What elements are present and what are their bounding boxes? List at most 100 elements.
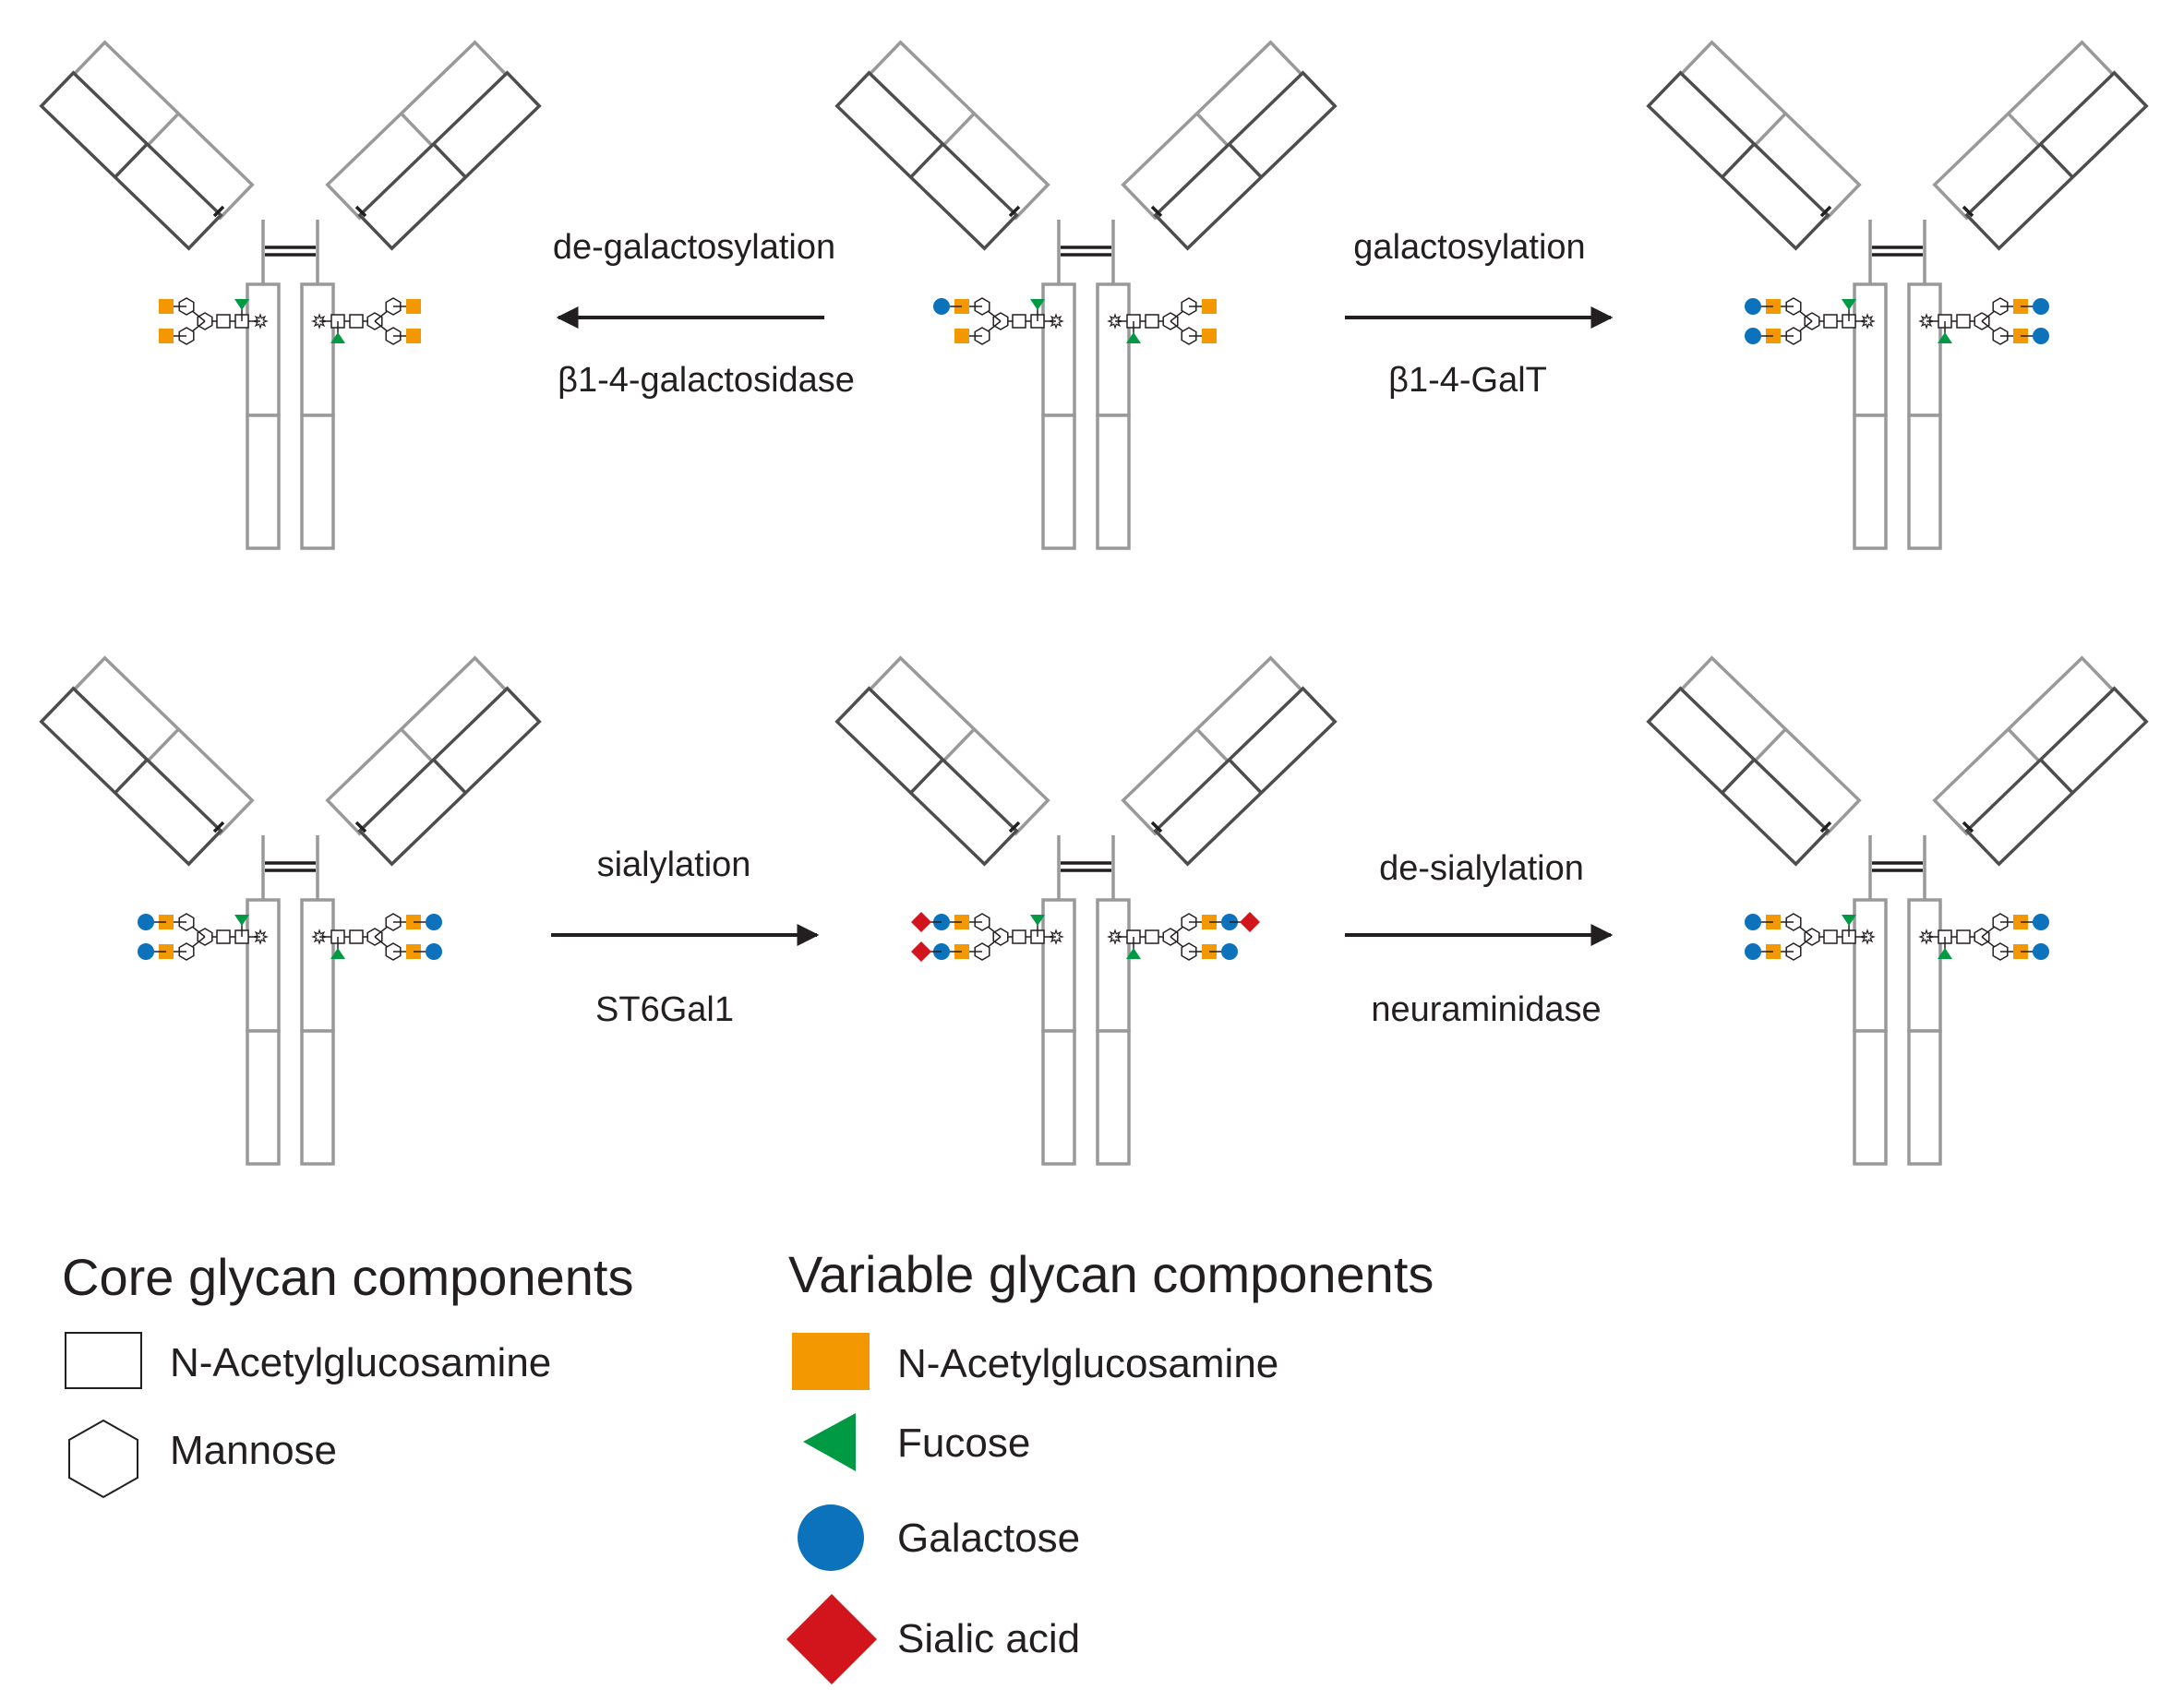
glcnac-variable-icon [159, 329, 174, 343]
glycan-left [1745, 297, 1876, 345]
fc-ch2-domain [1041, 282, 1076, 417]
core-glcnac-icon [1956, 314, 1971, 329]
fucose-icon [1126, 948, 1141, 959]
glycan-right [311, 913, 442, 961]
fc-ch2-domain [300, 898, 335, 1033]
core-glcnac-icon [1145, 929, 1159, 944]
legend-variable: Variable glycan components N-Acetylgluco… [786, 1245, 1434, 1684]
fab-light-right [1153, 686, 1338, 867]
galactose-icon [933, 298, 950, 315]
fc-ch2-domain [1041, 898, 1076, 1033]
reaction-label: de-galactosylation [553, 228, 835, 267]
galactose-icon [1745, 943, 1761, 960]
fab-heavy-right-divider [1195, 112, 1230, 149]
fab-light-left [1646, 70, 1830, 251]
fab-heavy-left-divider [145, 727, 180, 764]
fc-ch3-domain [1853, 1029, 1888, 1166]
antibody-figure [1646, 655, 2149, 1166]
fc-ch3-domain [300, 414, 335, 550]
fucose-icon [330, 948, 345, 959]
interchain-bond [1008, 205, 1021, 218]
glcnac-variable-icon [954, 329, 969, 343]
galactose-icon [1745, 298, 1761, 315]
fab-light-right [357, 70, 542, 251]
fucose-icon [1030, 299, 1045, 310]
core-glcnac-icon [349, 314, 364, 329]
glycan-right [1107, 297, 1217, 345]
fc-ch3-domain [1907, 414, 1942, 550]
fucose-icon [330, 332, 345, 343]
glycan-left [159, 297, 269, 345]
fc-ch3-domain [300, 1029, 335, 1166]
fab-heavy-left-divider [1752, 727, 1787, 764]
fc-ch2-domain [1096, 898, 1131, 1033]
galactose-icon [426, 943, 442, 960]
interchain-bond [1819, 821, 1832, 833]
core-glcnac-icon [1012, 929, 1026, 944]
glcnac-variable-icon [159, 299, 174, 314]
variable-glcnac-icon [792, 1333, 870, 1390]
fab-light-left [834, 686, 1019, 867]
fab-light-right-divider [1228, 758, 1263, 795]
enzyme-label: β1-4-GalT [1388, 361, 1547, 400]
sialic-acid-icon [786, 1594, 877, 1684]
fucose-icon [1842, 299, 1856, 310]
fab-light-left-divider [1721, 142, 1756, 179]
galactose-icon [2033, 298, 2049, 315]
fab-light-left-divider [114, 758, 149, 795]
fab-light-left-divider [1721, 758, 1756, 795]
fc-ch3-domain [1041, 414, 1076, 550]
galactose-icon [2033, 328, 2049, 344]
fucose-icon [1938, 332, 1952, 343]
fab-light-right-divider [2039, 142, 2074, 179]
fab-heavy-left [1677, 40, 1862, 221]
fab-light-right [1964, 686, 2149, 867]
core-glcnac-icon [1823, 314, 1838, 329]
fc-ch2-domain [300, 282, 335, 417]
fab-light-left [834, 70, 1019, 251]
fab-heavy-right-divider [400, 727, 435, 764]
fucose-icon [234, 915, 249, 926]
glcnac-variable-icon [1202, 299, 1217, 314]
interchain-bond [1819, 205, 1832, 218]
fab-heavy-left-divider [145, 112, 180, 149]
enzyme-label: β1-4-galactosidase [558, 361, 855, 400]
fc-ch3-domain [1853, 414, 1888, 550]
legend-variable-label: Sialic acid [897, 1616, 1080, 1661]
legend-variable-label: N-Acetylglucosamine [897, 1341, 1278, 1386]
interchain-bond [1962, 205, 1974, 218]
fc-ch2-domain [1853, 898, 1888, 1033]
fc-ch3-domain [1907, 1029, 1942, 1166]
galactose-icon [1745, 328, 1761, 344]
reaction-label: de-sialylation [1379, 849, 1584, 888]
glcnac-variable-icon [1202, 329, 1217, 343]
interchain-bond [1008, 821, 1021, 833]
reaction-label: galactosylation [1353, 228, 1585, 267]
fc-ch2-domain [246, 898, 281, 1033]
core-glcnac-icon [1823, 929, 1838, 944]
fc-ch2-domain [1096, 282, 1131, 417]
fab-light-right-divider [1228, 142, 1263, 179]
fucose-icon [1842, 915, 1856, 926]
interchain-bond [1962, 821, 1974, 833]
fab-light-left [39, 686, 223, 867]
reaction-sialylation: sialylation ST6Gal1 [551, 845, 820, 1029]
fab-heavy-right-divider [2007, 112, 2042, 149]
fucose-icon [234, 299, 249, 310]
interchain-bond [212, 205, 225, 218]
fc-ch2-domain [1853, 282, 1888, 417]
antibody-figure [834, 40, 1338, 550]
fab-light-left [39, 70, 223, 251]
fab-light-left-divider [909, 142, 944, 179]
galactose-icon [798, 1504, 864, 1571]
fab-heavy-left-divider [941, 112, 976, 149]
core-mannose-icon [68, 1419, 138, 1499]
sialic-acid-icon [911, 912, 931, 932]
galactose-icon [1221, 943, 1238, 960]
fc-ch2-domain [1907, 282, 1942, 417]
fab-light-right [1964, 70, 2149, 251]
interchain-bond [1150, 821, 1163, 833]
fab-light-left-divider [114, 142, 149, 179]
core-glcnac-icon [1956, 929, 1971, 944]
fc-ch3-domain [246, 414, 281, 550]
